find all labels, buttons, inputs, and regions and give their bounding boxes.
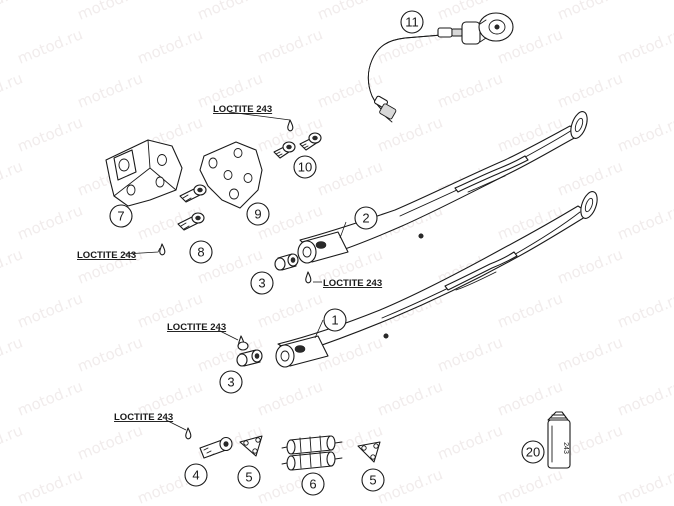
callout-2: 2	[354, 206, 378, 230]
loctite-label-top: LOCTITE 243	[213, 104, 272, 115]
svg-text:6: 6	[309, 477, 316, 492]
watermark-text: motod.ru	[255, 25, 326, 67]
watermark-text: motod.ru	[15, 289, 86, 331]
part-8-hex-bolt	[177, 212, 205, 231]
watermark-text: motod.ru	[555, 333, 626, 375]
part-20-loctite-bottle: 243	[547, 411, 571, 469]
leader-lines	[124, 111, 347, 431]
watermark-text: motod.ru	[0, 421, 25, 463]
callout-6: 6	[301, 472, 325, 496]
watermark-text: motod.ru	[75, 69, 146, 111]
bottle-label: 243	[562, 442, 569, 454]
loctite-label-center: LOCTITE 243	[167, 322, 226, 333]
callout-1: 1	[323, 308, 347, 332]
callout-20: 20	[521, 440, 545, 464]
callout-3-upper: 3	[250, 271, 274, 295]
watermark-text: motod.ru	[0, 333, 25, 375]
watermark-text: motod.ru	[615, 377, 674, 419]
watermark-text: motod.ru	[0, 69, 25, 111]
svg-text:10: 10	[298, 160, 312, 175]
watermark-text: motod.ru	[135, 25, 206, 67]
loctite-label-mid: LOCTITE 243	[323, 278, 382, 289]
watermark-text: motod.ru	[375, 113, 446, 155]
callout-8: 8	[189, 240, 213, 264]
watermark-text: motod.ru	[0, 0, 25, 24]
part-3-spacer-upper	[274, 253, 299, 271]
loctite-label-left: LOCTITE 243	[77, 250, 136, 261]
callout-7: 7	[109, 204, 133, 228]
part-11-side-stand-switch-cable	[367, 12, 514, 123]
watermark-text: motod.ru	[195, 0, 266, 24]
svg-text:11: 11	[405, 15, 419, 30]
loctite-label-bottom: LOCTITE 243	[114, 412, 173, 423]
watermark-text: motod.ru	[555, 245, 626, 287]
part-3-spacer-lower	[236, 341, 263, 367]
svg-text:5: 5	[245, 470, 252, 485]
part-hex-bolt-a	[179, 184, 207, 203]
watermark-text: motod.ru	[315, 69, 386, 111]
watermark-text: motod.ru	[315, 157, 386, 199]
watermark-text: motod.ru	[255, 289, 326, 331]
callout-5-left: 5	[237, 465, 261, 489]
watermark-text: motod.ru	[15, 201, 86, 243]
watermark-text: motod.ru	[615, 201, 674, 243]
watermark-text: motod.ru	[615, 289, 674, 331]
callout-9: 9	[246, 202, 270, 226]
watermark-text: motod.ru	[15, 25, 86, 67]
watermark-text: motod.ru	[615, 25, 674, 67]
part-5-triangle-plate-right	[357, 441, 381, 463]
watermark-text: motod.ru	[75, 333, 146, 375]
loctite-labels: LOCTITE 243 LOCTITE 243 LOCTITE 243 LOCT…	[77, 104, 382, 423]
svg-text:2: 2	[362, 211, 369, 226]
callouts: 11 10 7 9 2 8 3 1 3 4 5 6 5 20	[109, 10, 545, 496]
part-10-bolts	[273, 132, 322, 159]
callout-10: 10	[293, 155, 317, 179]
callout-5-right: 5	[361, 468, 385, 492]
watermark-text: motod.ru	[15, 113, 86, 155]
part-6-rubber-buffers	[281, 435, 343, 471]
svg-text:3: 3	[227, 375, 234, 390]
watermark-text: motod.ru	[615, 113, 674, 155]
svg-text:20: 20	[526, 445, 540, 460]
watermark-text: motod.ru	[255, 377, 326, 419]
part-7-mounting-bracket	[105, 139, 183, 207]
part-4-stud-bolt	[199, 436, 233, 459]
svg-text:8: 8	[197, 245, 204, 260]
watermark-text: motod.ru	[555, 0, 626, 24]
callout-3-lower: 3	[219, 370, 243, 394]
part-9-stand-plate	[199, 141, 263, 209]
watermark-text: motod.ru	[615, 465, 674, 506]
svg-text:9: 9	[254, 207, 261, 222]
watermark-text: motod.ru	[75, 0, 146, 24]
watermark-text: motod.ru	[495, 289, 566, 331]
part-1-side-stand-lower	[275, 191, 598, 368]
watermark-text: motod.ru	[555, 69, 626, 111]
watermark-text: motod.ru	[0, 245, 25, 287]
svg-text:1: 1	[331, 313, 338, 328]
watermark-text: motod.ru	[375, 465, 446, 506]
svg-text:7: 7	[117, 209, 124, 224]
svg-text:5: 5	[369, 473, 376, 488]
watermark-text: motod.ru	[435, 69, 506, 111]
watermark-text: motod.ru	[375, 377, 446, 419]
watermark-text: motod.ru	[315, 0, 386, 24]
part-5-triangle-plate-left	[239, 435, 263, 457]
callout-4: 4	[184, 463, 208, 487]
svg-text:3: 3	[258, 276, 265, 291]
svg-text:4: 4	[192, 468, 199, 483]
watermark-text: motod.ru	[435, 421, 506, 463]
watermark-text: motod.ru	[495, 465, 566, 506]
watermark-text: motod.ru	[0, 157, 25, 199]
watermark-text: motod.ru	[15, 465, 86, 506]
watermark-text: motod.ru	[15, 377, 86, 419]
watermark-text: motod.ru	[435, 333, 506, 375]
callout-11: 11	[400, 10, 424, 34]
watermark-text: motod.ru	[75, 421, 146, 463]
